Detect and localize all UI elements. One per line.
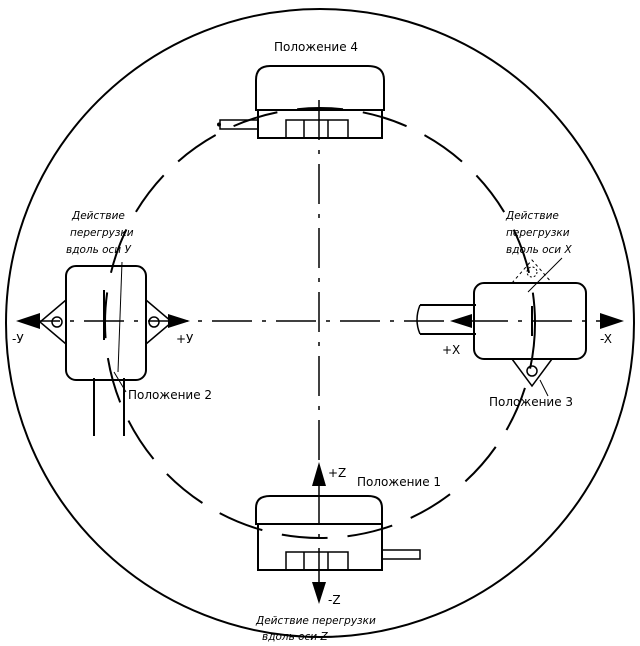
y-note-line-3: вдоль оси У [66, 244, 131, 256]
axis-plus-x-label: +X [442, 343, 460, 357]
device-position-3 [416, 259, 587, 388]
x-note-line-2: перегрузки [506, 227, 570, 239]
x-note-leader [527, 257, 563, 293]
x-axis-note: Действие перегрузки вдоль оси Х [505, 210, 573, 256]
position-2-label: Положение 2 [128, 388, 212, 402]
y-axis-note: Действие перегрузки вдоль оси У [66, 210, 137, 256]
axis-minus-x-label: -X [600, 332, 612, 346]
axis-plus-z-label: +Z [328, 466, 346, 480]
position-4-label: Положение 4 [274, 40, 358, 54]
x-note-line-1: Действие [505, 210, 559, 222]
outer-circle [5, 8, 635, 638]
x-note-line-3: вдоль оси Х [506, 244, 572, 256]
p2-leader [113, 371, 127, 393]
p3-leader [539, 379, 549, 397]
position-1-label: Положение 1 [357, 475, 441, 489]
device-position-4 [217, 65, 385, 139]
z-axis-note: Действие перегрузки вдоль оси Z [255, 615, 379, 643]
axis-minus-z-label: -Z [328, 593, 341, 607]
z-axis-arrows [312, 462, 326, 604]
y-note-line-2: перегрузки [70, 227, 134, 239]
z-note-line-1: Действие перегрузки [255, 615, 376, 627]
z-note-line-2: вдоль оси Z [262, 631, 328, 643]
y-axis-arrows [16, 313, 190, 329]
x-axis-arrows [450, 313, 624, 329]
y-note-line-1: Действие [71, 210, 125, 222]
position-3-label: Положение 3 [489, 395, 573, 409]
axis-minus-y-label: -У [12, 332, 24, 346]
device-position-2 [38, 265, 174, 436]
device-position-1 [255, 495, 421, 571]
axis-plus-y-label: +У [176, 332, 194, 346]
y-note-leader [117, 261, 123, 373]
